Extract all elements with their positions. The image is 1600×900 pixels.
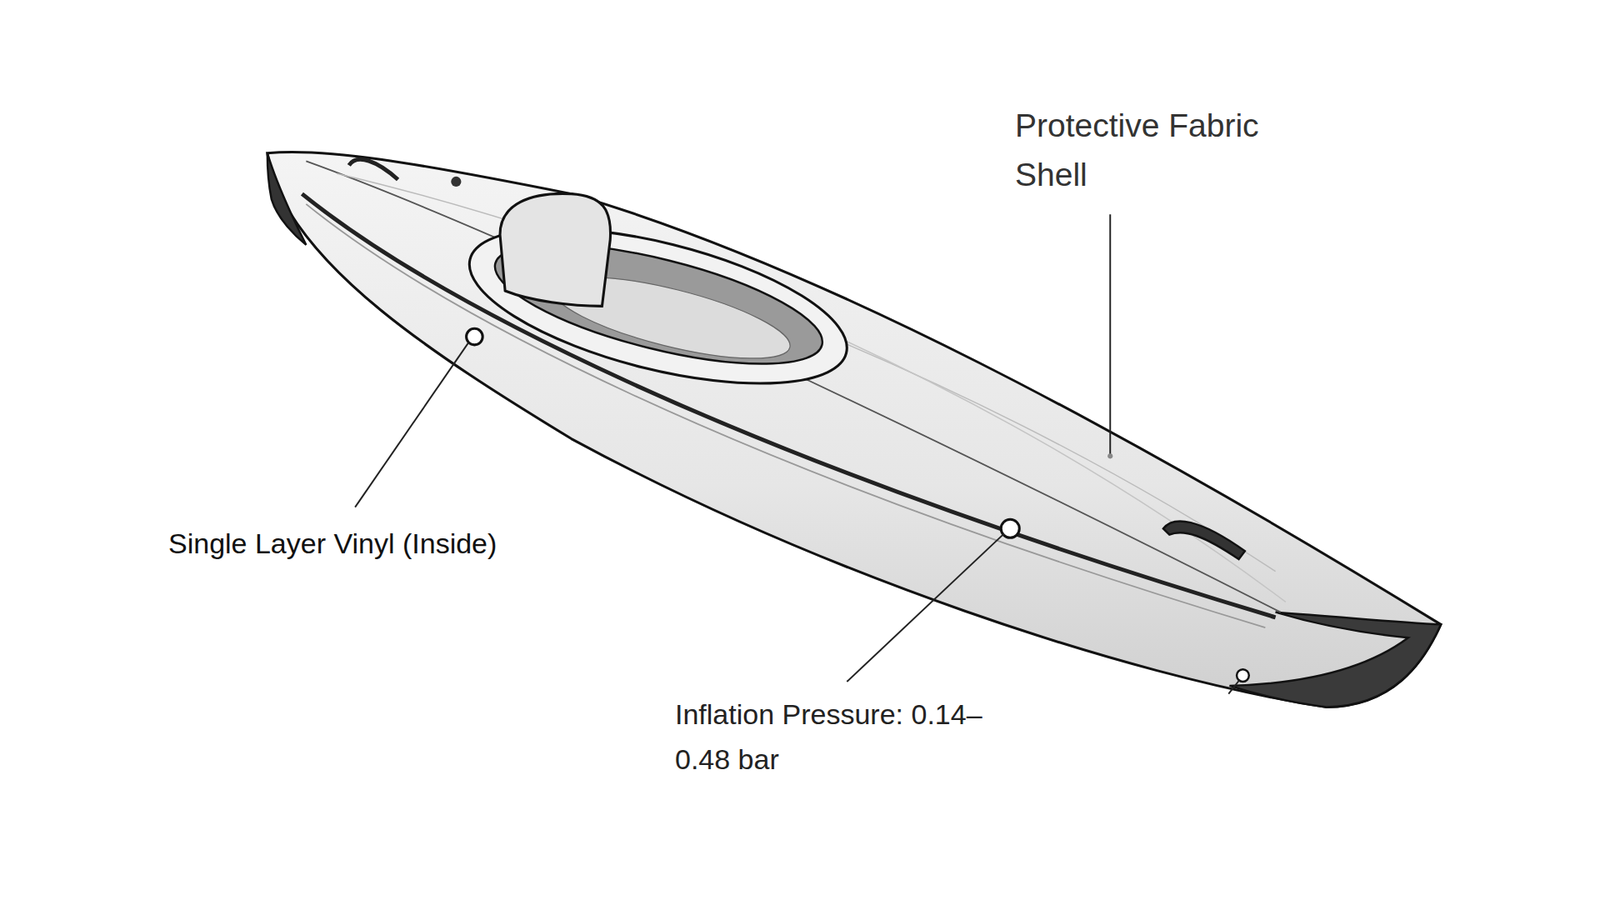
bow-cap — [267, 153, 307, 245]
carry-handle — [1163, 520, 1245, 560]
leader-line — [846, 533, 1005, 682]
deck-fitting — [450, 176, 461, 187]
part-label: Protective Fabric Shell — [1015, 101, 1265, 200]
deck-fold — [836, 336, 1286, 602]
valve — [1236, 669, 1250, 682]
part-label: Single Layer Vinyl (Inside) — [163, 523, 502, 565]
leader-line — [1228, 680, 1240, 695]
spec-label: Inflation Pressure: 0.14–0.48 bar — [675, 691, 1009, 783]
valve — [466, 328, 484, 345]
leader-line — [1109, 214, 1111, 455]
leader-line — [355, 342, 469, 507]
seat-back — [500, 193, 611, 306]
leader-dot — [1107, 453, 1113, 459]
side-stripe-light — [305, 204, 1265, 628]
deck-fold — [336, 173, 1276, 572]
kayak-hull — [267, 151, 1441, 707]
bow-handle — [349, 159, 399, 180]
